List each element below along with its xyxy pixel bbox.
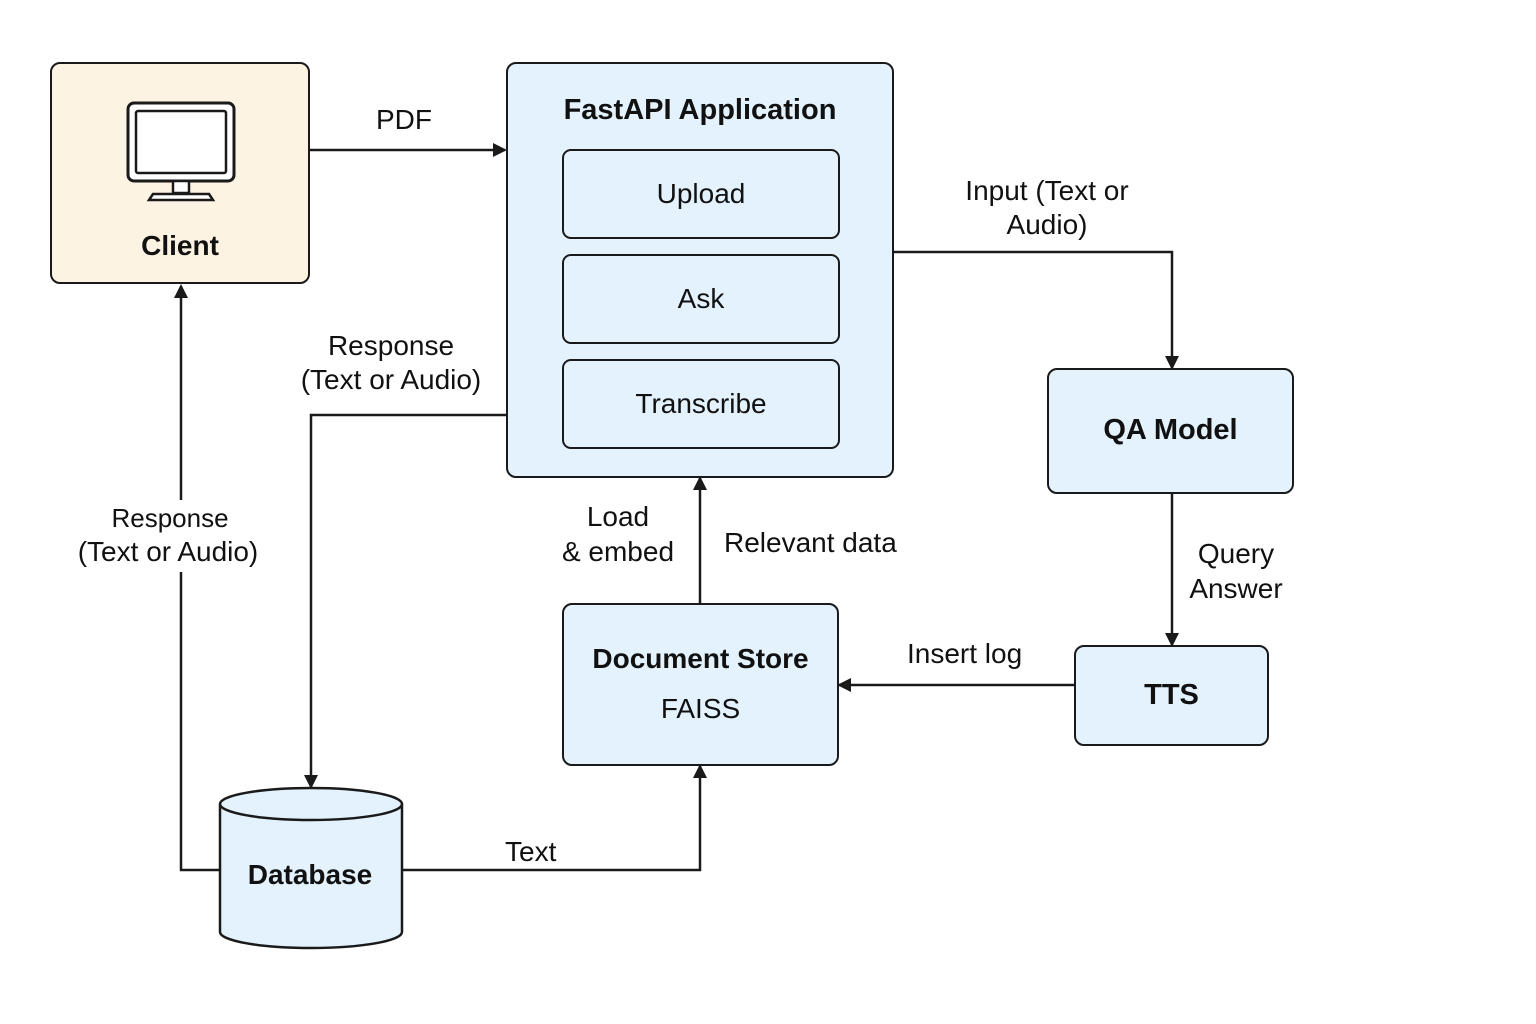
load-label-line2: & embed bbox=[561, 536, 675, 567]
transcribe-endpoint: Transcribe bbox=[562, 359, 840, 449]
response-top-label-line1: Response bbox=[327, 330, 455, 361]
tts-title: TTS bbox=[1144, 679, 1199, 711]
database-cylinder bbox=[218, 786, 404, 950]
upload-endpoint: Upload bbox=[562, 149, 840, 239]
ask-endpoint: Ask bbox=[562, 254, 840, 344]
query-label-line1: Query bbox=[1197, 538, 1275, 569]
response-left-label-line1: Response bbox=[111, 503, 229, 533]
database-title: Database bbox=[247, 859, 373, 890]
qa-model-node: QA Model bbox=[1047, 368, 1294, 494]
edge-input bbox=[893, 250, 1179, 370]
monitor-icon bbox=[126, 101, 236, 202]
text-label: Text bbox=[505, 836, 557, 867]
input-label-line1: Input (Text or bbox=[965, 175, 1129, 206]
client-title: Client bbox=[141, 230, 219, 261]
response-left-label-line2: (Text or Audio) bbox=[77, 536, 259, 567]
qa-model-title: QA Model bbox=[1103, 414, 1238, 446]
pdf-label: PDF bbox=[376, 104, 432, 135]
document-store-title: Document Store bbox=[592, 643, 809, 674]
edge-response-top bbox=[304, 413, 506, 789]
fastapi-title: FastAPI Application bbox=[563, 94, 837, 126]
document-store-subtitle: FAISS bbox=[660, 693, 741, 724]
query-label-line2: Answer bbox=[1189, 573, 1283, 604]
insert-log-label: Insert log bbox=[907, 638, 1023, 669]
upload-endpoint-label: Upload bbox=[656, 178, 746, 209]
tts-node: TTS bbox=[1074, 645, 1269, 746]
relevant-data-label: Relevant data bbox=[724, 527, 897, 558]
document-store-node: Document Store FAISS bbox=[562, 603, 839, 766]
edge-text bbox=[402, 764, 707, 872]
input-label-line2: Audio) bbox=[1006, 209, 1088, 240]
ask-endpoint-label: Ask bbox=[677, 283, 725, 314]
fastapi-node: FastAPI Application Upload Ask Transcrib… bbox=[506, 62, 894, 478]
load-label-line1: Load bbox=[586, 501, 650, 532]
client-node: Client bbox=[50, 62, 310, 284]
response-top-label-line2: (Text or Audio) bbox=[300, 364, 482, 395]
transcribe-endpoint-label: Transcribe bbox=[635, 388, 767, 419]
edge-response-left bbox=[179, 572, 219, 872]
